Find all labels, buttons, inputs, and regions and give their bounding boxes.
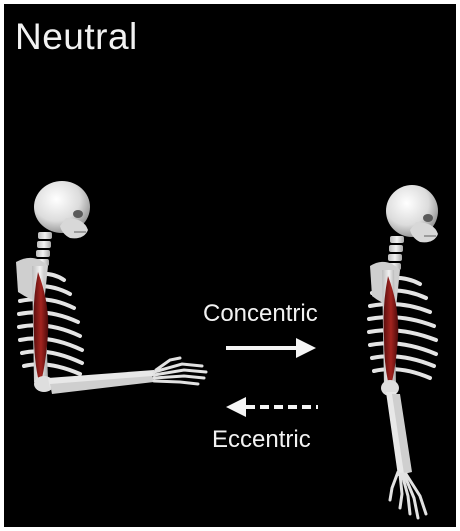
skeleton-left	[16, 181, 206, 394]
label-eccentric: Eccentric	[212, 428, 311, 452]
hand-left	[154, 358, 206, 384]
label-concentric: Concentric	[203, 302, 318, 326]
diagram-frame: Neutral	[4, 4, 456, 527]
hand-right	[390, 472, 426, 518]
skull-right	[386, 185, 438, 242]
concentric-arrow	[226, 338, 316, 358]
eccentric-arrow	[226, 397, 318, 417]
skull-left	[34, 181, 90, 238]
skeleton-right	[369, 185, 438, 518]
